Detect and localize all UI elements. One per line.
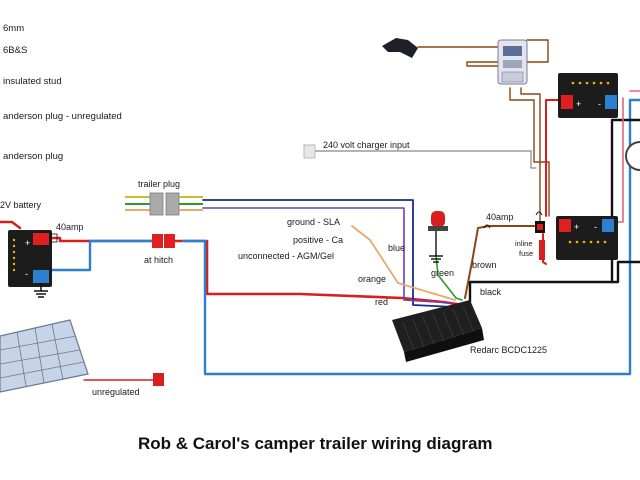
- battery-right-upper: + -: [558, 73, 618, 118]
- trailer-plug: [125, 192, 203, 216]
- diagram-title: Rob & Carol's camper trailer wiring diag…: [138, 434, 493, 453]
- battery-right-lower: + -: [556, 216, 618, 260]
- label-redarc: Redarc BCDC1225: [470, 345, 547, 355]
- wire-brown: [464, 225, 535, 299]
- label-fuse-right: 40amp: [486, 212, 514, 222]
- label-unconnected-agm: unconnected - AGM/Gel: [238, 251, 334, 261]
- terminal-positive-left: [33, 233, 49, 245]
- label-positive-ca: positive - Ca: [293, 235, 343, 245]
- wire-black: [468, 260, 640, 304]
- battery-left: + -: [8, 230, 52, 287]
- legend-item-anderson-unregulated: anderson plug - unregulated: [3, 111, 122, 122]
- ground-symbol-left: [34, 283, 48, 298]
- anderson-plug-at-hitch: [152, 234, 175, 248]
- battery-left-minus: -: [25, 269, 28, 279]
- legend-item-6mm: 6mm: [3, 23, 24, 34]
- legend-item-anderson-plug: anderson plug: [3, 151, 63, 162]
- wire-blue-ground: [39, 239, 154, 272]
- wire-purple: [202, 207, 453, 304]
- battery-lower-minus: -: [594, 222, 597, 232]
- anderson-plug-unregulated: [153, 373, 164, 386]
- legend-item-6bs: 6B&S: [3, 45, 27, 56]
- terminal-negative-left: [33, 270, 49, 283]
- label-black: black: [480, 287, 502, 297]
- label-fuse-left: 40amp: [56, 222, 84, 232]
- label-ground-sla: ground - SLA: [287, 217, 340, 227]
- wire-brown-top-5: [520, 87, 541, 223]
- battery-upper-plus: +: [576, 99, 581, 109]
- wire-brown-top-4: [509, 87, 550, 217]
- label-battery: 2V battery: [0, 200, 42, 210]
- gauge-edge: [625, 141, 640, 171]
- solar-panel: [0, 319, 89, 393]
- connector-black-top: [382, 38, 418, 58]
- wire-red-right-top: [545, 99, 564, 217]
- label-fuse-word: fuse: [519, 249, 533, 258]
- wire-orange: [351, 225, 456, 301]
- battery-left-plus: +: [25, 238, 30, 248]
- wire-brown-top-2: [466, 61, 499, 67]
- inline-fuse: [535, 211, 545, 260]
- label-orange: orange: [358, 274, 386, 284]
- label-unregulated: unregulated: [92, 387, 140, 397]
- charger-input-plug: [303, 144, 316, 159]
- label-green: green: [431, 268, 454, 278]
- solenoid-beacon: [428, 211, 448, 263]
- wire-navy-blue: [202, 199, 456, 308]
- wire-brown-top-3: [526, 39, 549, 63]
- legend-item-insulated-stud: insulated stud: [3, 76, 62, 87]
- label-charger-input: 240 volt charger input: [323, 140, 410, 150]
- label-red: red: [375, 297, 388, 307]
- wire-red-battery-stub: [0, 220, 22, 230]
- solar-regulator: [497, 39, 528, 85]
- battery-lower-plus: +: [574, 222, 579, 232]
- wire-blue-long: [181, 98, 640, 376]
- label-blue: blue: [388, 243, 405, 253]
- redarc-unit: [392, 300, 484, 362]
- label-at-hitch: at hitch: [144, 255, 173, 265]
- fuse-left: [49, 233, 58, 243]
- fuse-right-symbol: [483, 224, 491, 229]
- label-brown: brown: [472, 260, 497, 270]
- label-inline: inline: [515, 239, 533, 248]
- battery-upper-minus: -: [598, 99, 601, 109]
- wire-charger: [313, 150, 537, 169]
- wire-green: [435, 254, 463, 301]
- label-trailer-plug: trailer plug: [138, 179, 180, 189]
